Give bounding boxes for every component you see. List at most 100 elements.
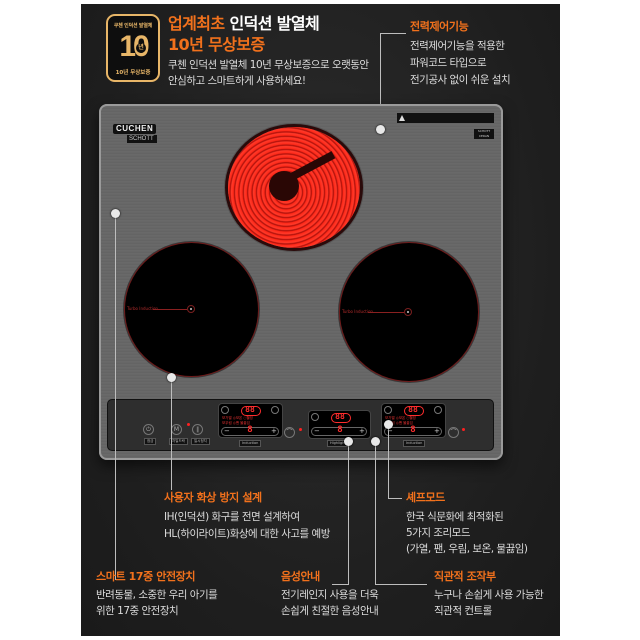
callout-voice-line: 손쉽게 친절한 음성안내 <box>281 605 379 617</box>
callout-burn-title: 사용자 화상 방지 설계 <box>164 491 262 504</box>
callout-dot <box>376 125 385 134</box>
induction-zone-right: Turbo Induction <box>340 243 478 381</box>
callout-dot <box>384 420 393 429</box>
minus-button[interactable]: − <box>224 427 230 435</box>
zone-display-left: 88 보가열 ◎보온 ○웰빙 보우림 ◎팬 물끓임 − 8 + <box>218 403 283 438</box>
timer-icon[interactable] <box>311 413 319 421</box>
timer-icon[interactable] <box>384 406 392 414</box>
child-lock-label: 차일드락 <box>169 438 188 445</box>
callout-connector <box>115 213 116 580</box>
callout-power-line: 전기공사 없이 쉬운 설치 <box>410 74 511 86</box>
plus-button[interactable]: + <box>359 427 365 435</box>
plus-button[interactable]: + <box>434 427 440 435</box>
level-readout: 8 <box>247 425 253 435</box>
callout-control-line: 누구나 손쉽게 사용 가능한 <box>434 589 544 601</box>
power-slider[interactable] <box>311 427 367 436</box>
warm-icon[interactable] <box>271 406 279 414</box>
headline-desc-1: 쿠첸 인덕션 발열체 10년 무상보증으로 오랫동안 <box>168 59 369 71</box>
zone-label: Turbo Induction <box>127 306 158 311</box>
zone-line <box>153 309 187 310</box>
zone-display-center: 88 − 8 + <box>308 410 371 439</box>
callout-connector <box>388 424 389 498</box>
callout-safety-line: 위한 17중 안전장치 <box>96 605 179 617</box>
timer-readout: 88 <box>408 405 418 414</box>
headline-desc-2: 안심하고 스마트하게 사용하세요! <box>168 75 306 87</box>
callout-control-title: 직관적 조작부 <box>434 570 496 583</box>
lock-button[interactable]: ⏻ <box>143 424 154 435</box>
callout-power-line: 전력제어기능을 적용한 <box>410 40 505 52</box>
headline-line1: 업계최초 인덕션 발열체 <box>168 14 320 34</box>
level-readout: 8 <box>410 425 416 435</box>
minus-button[interactable]: − <box>387 427 393 435</box>
zone-name-label: Induction <box>403 440 426 447</box>
mode-list: 보우림 ◎팬 물끓임 <box>385 421 413 425</box>
zone-name-label: Induction <box>239 440 262 447</box>
brand-name: CUCHEN <box>113 124 157 134</box>
warm-icon[interactable] <box>434 406 442 414</box>
callout-dot <box>111 209 120 218</box>
schott-label: SCHOTT CERAN <box>474 129 494 139</box>
headline-highlight: 업계최초 <box>168 14 225 33</box>
headline-line2: 10년 무상보증 <box>168 35 265 54</box>
warranty-badge: 쿠첸 인덕션 발열체 10 년 10년 무상보증 <box>106 14 160 82</box>
warning-icon <box>399 115 405 121</box>
callout-chef-title: 셰프모드 <box>406 491 445 504</box>
callout-dot <box>344 437 353 446</box>
callout-connector <box>332 584 349 585</box>
brand-logo: CUCHEN SCHOTT <box>113 116 157 143</box>
mode-list: 보우림 ◎팬 물끓임 <box>222 421 250 425</box>
callout-burn-line: IH(인덕션) 화구를 전면 설계하여 <box>164 511 300 523</box>
timer-pill <box>404 406 424 416</box>
callout-safety-line: 반려동물, 소중한 우리 아기를 <box>96 589 218 601</box>
timer-readout: 88 <box>245 405 255 414</box>
indicator-led <box>299 428 302 431</box>
pause-label: 일시정지 <box>191 438 210 445</box>
power-slider[interactable] <box>384 427 442 436</box>
callout-dot <box>371 437 380 446</box>
induction-zone-left: Turbo Induction <box>125 243 258 376</box>
chef-mode-button[interactable]: ⌒ <box>284 427 295 438</box>
sub-brand-name: SCHOTT <box>127 135 157 143</box>
timer-pill <box>241 406 261 416</box>
badge-number: 10 <box>119 30 149 63</box>
lock-button-label: 잠금 <box>144 438 157 445</box>
zone-center-mark <box>404 308 412 316</box>
callout-voice-line: 전기레인지 사용을 더욱 <box>281 589 379 601</box>
callout-power-title: 전력제어기능 <box>410 20 469 33</box>
callout-connector <box>375 584 427 585</box>
callout-connector <box>375 441 376 584</box>
headline-rest: 인덕션 발열체 <box>224 14 320 33</box>
indicator-led <box>187 423 190 426</box>
callout-burn-line: HL(하이라이트)화상에 대한 사고를 예방 <box>164 528 330 540</box>
timer-pill <box>331 413 351 423</box>
callout-connector <box>388 498 402 499</box>
chef-mode-button[interactable]: ⌒ <box>448 427 459 438</box>
callout-safety-title: 스마트 17중 안전장치 <box>96 570 196 583</box>
level-readout: 8 <box>337 425 343 435</box>
zone-center-mark <box>187 305 195 313</box>
mode-list: 보가열 ◎보온 ○웰빙 <box>385 416 416 420</box>
burner-core <box>269 171 299 201</box>
callout-connector <box>348 441 349 584</box>
plus-button[interactable]: + <box>271 427 277 435</box>
callout-control-line: 직관적 컨트롤 <box>434 605 492 617</box>
timer-readout: 88 <box>335 412 345 421</box>
highlight-burner <box>228 127 360 248</box>
badge-bottom-text: 10년 무상보증 <box>115 70 151 76</box>
callout-dot <box>167 373 176 382</box>
callout-power-line: 파워코드 타입으로 <box>410 57 487 69</box>
badge-top-text: 쿠첸 인덕션 발열체 <box>113 23 153 29</box>
zone-line <box>368 312 404 313</box>
power-slider[interactable] <box>221 427 279 436</box>
callout-connector <box>380 33 406 34</box>
callout-chef-line: (가열, 팬, 우림, 보온, 물끓임) <box>406 543 528 555</box>
warning-label <box>397 113 494 123</box>
indicator-led <box>462 428 465 431</box>
minus-button[interactable]: − <box>314 427 320 435</box>
badge-year-mark: 년 <box>136 43 146 53</box>
pause-button[interactable]: ∥ <box>192 424 203 435</box>
callout-connector <box>171 377 172 490</box>
child-lock-button[interactable]: M <box>171 424 182 435</box>
timer-icon[interactable] <box>221 406 229 414</box>
callout-connector <box>380 33 381 129</box>
